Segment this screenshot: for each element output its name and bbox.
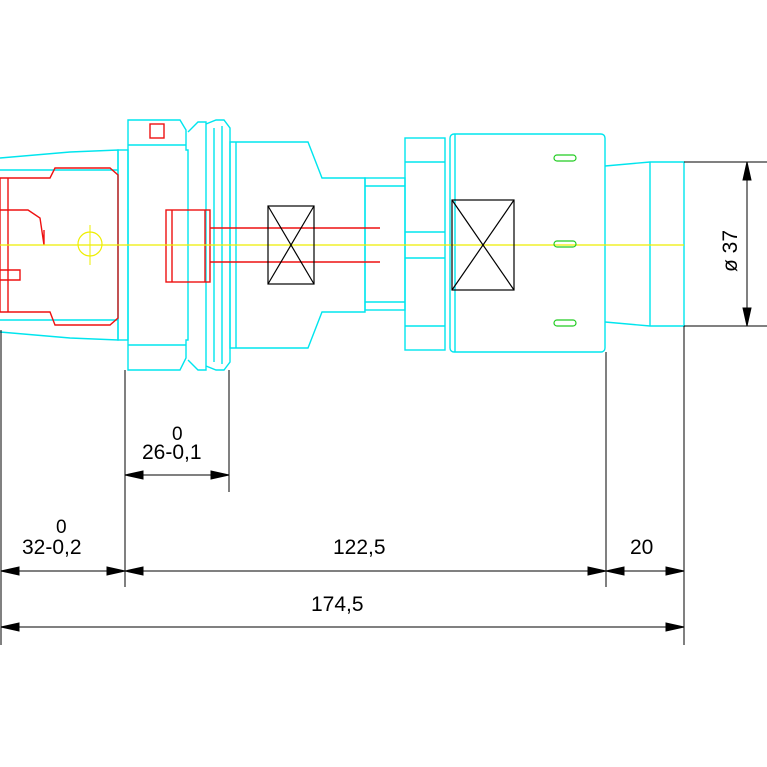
pull-stud-section xyxy=(0,167,119,326)
connector-neck xyxy=(364,177,406,311)
slots xyxy=(553,154,577,327)
dimension-lines xyxy=(0,161,767,645)
slot-top xyxy=(553,154,577,162)
dim-32-nominal: 0 xyxy=(56,517,67,538)
square-cross-1 xyxy=(267,205,315,285)
slot-middle xyxy=(553,240,577,248)
pull-stud-detail xyxy=(0,209,45,246)
square-cross-2 xyxy=(451,199,515,291)
clamp-plate xyxy=(404,137,446,351)
dim-32-value: 32-0,2 xyxy=(22,536,82,559)
square-cross-marks xyxy=(267,199,515,291)
dim-122-value: 122,5 xyxy=(333,536,386,559)
dim-20-value: 20 xyxy=(630,536,653,559)
dim-26-value: 26-0,1 xyxy=(142,441,202,464)
collar-ring-1 xyxy=(187,121,207,371)
dim-37-value: ø 37 xyxy=(719,230,742,272)
main-body-outline xyxy=(229,141,366,349)
section-cut xyxy=(0,123,380,326)
flange-outline xyxy=(127,119,189,371)
pull-stud-detail-2 xyxy=(0,269,21,281)
key-slot xyxy=(149,123,165,139)
output-cone xyxy=(604,161,685,327)
tool-holder-outline xyxy=(0,119,685,371)
slot-bottom xyxy=(553,319,577,327)
extension-body xyxy=(449,133,606,353)
drawbar-section xyxy=(165,209,211,283)
dim-174-value: 174,5 xyxy=(311,593,364,616)
dim-26-nominal: 0 xyxy=(172,424,183,445)
